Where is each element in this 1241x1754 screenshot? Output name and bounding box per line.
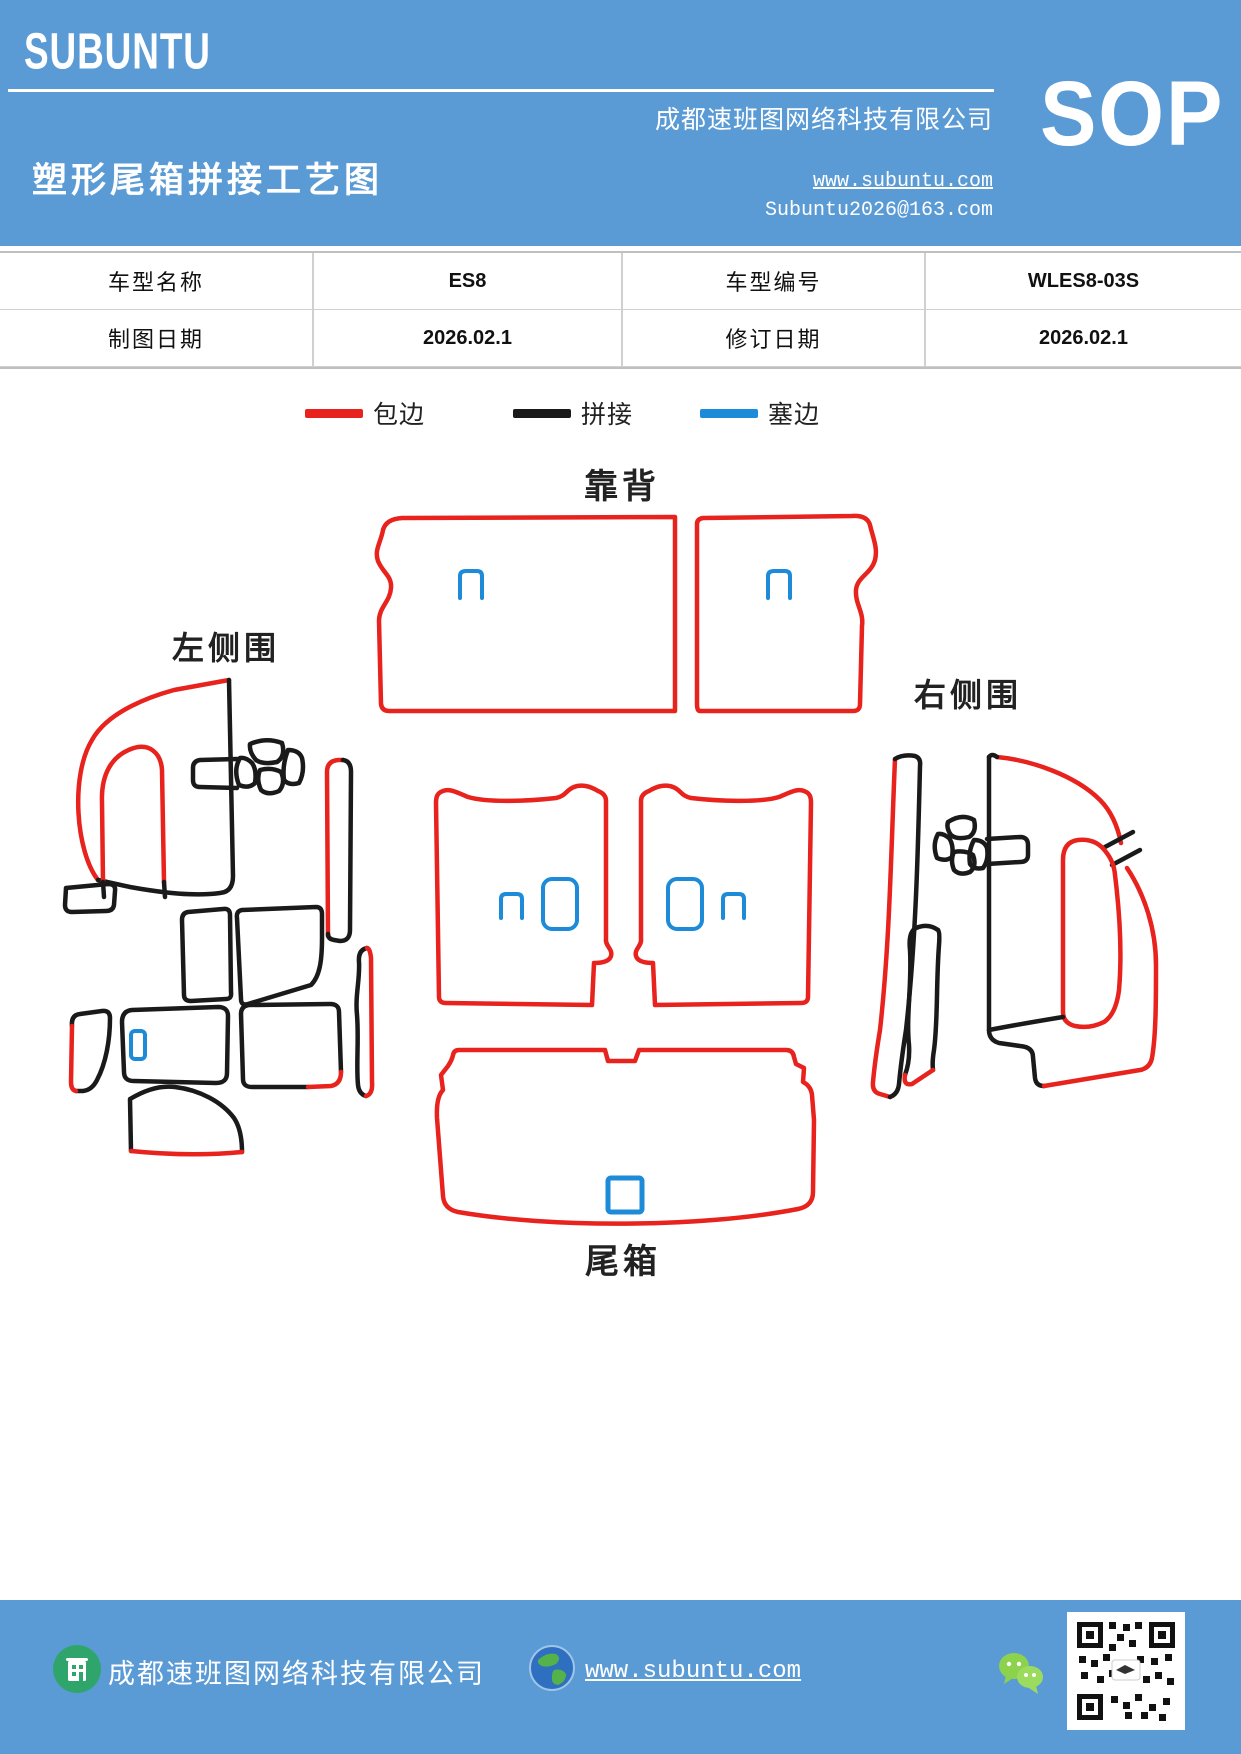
left-side-label: 左侧围	[172, 630, 280, 666]
stuff-edge-swatch	[700, 408, 758, 418]
legend-item-stuff-edge: 塞边	[700, 399, 820, 429]
header-website-link[interactable]: www.subuntu.com	[812, 170, 993, 193]
backrest-right-panel	[694, 513, 879, 714]
header-banner: SUBUNTU 成都速班图网络科技有限公司 塑形尾箱拼接工艺图 www.subu…	[0, 0, 1241, 246]
legend-label-stuff-edge: 塞边	[768, 401, 821, 429]
wechat-icon	[999, 1653, 1043, 1694]
header-divider	[8, 89, 994, 92]
legend-label-edge-wrap: 包边	[373, 401, 426, 429]
footer-company-name: 成都速班图网络科技有限公司	[108, 1659, 485, 1689]
revision-date-label: 修订日期	[623, 310, 926, 367]
seat-right-panel	[633, 783, 814, 1008]
left-side-group	[62, 677, 375, 1157]
seat-left-panel	[433, 783, 614, 1008]
legend-item-edge-wrap: 包边	[305, 399, 425, 429]
revision-date-value: 2026.02.1	[926, 310, 1241, 367]
draw-date-label: 制图日期	[0, 310, 314, 367]
backrest-left-panel	[374, 514, 678, 714]
brand-logo: SUBUNTU	[24, 22, 211, 80]
backrest-label: 靠背	[584, 468, 660, 506]
right-side-label: 右侧围	[914, 677, 1022, 713]
edge-wrap-swatch	[305, 408, 363, 418]
vehicle-info-table: 车型名称 ES8 车型编号 WLES8-03S 制图日期 2026.02.1 修…	[0, 251, 1241, 369]
globe-icon	[529, 1645, 575, 1691]
draw-date-value: 2026.02.1	[314, 310, 623, 367]
header-email: Subuntu2026@163.com	[764, 199, 993, 222]
footer-banner: 成都速班图网络科技有限公司 www.subuntu.com	[0, 1600, 1241, 1754]
splice-swatch	[513, 408, 571, 418]
trunk-panel	[434, 1047, 817, 1226]
model-name-value: ES8	[314, 253, 623, 310]
model-code-label: 车型编号	[623, 253, 926, 310]
legend-item-splice: 拼接	[513, 399, 633, 429]
page-title: 塑形尾箱拼接工艺图	[32, 161, 384, 200]
doc-type-label: SOP	[1040, 63, 1225, 165]
trunk-label: 尾箱	[585, 1243, 661, 1281]
footer-website-link[interactable]: www.subuntu.com	[585, 1658, 802, 1685]
home-icon	[53, 1645, 101, 1693]
model-code-value: WLES8-03S	[926, 253, 1241, 310]
right-side-group	[870, 752, 1159, 1100]
qr-code	[1067, 1612, 1185, 1730]
header-company-name: 成都速班图网络科技有限公司	[654, 106, 993, 134]
model-name-label: 车型名称	[0, 253, 314, 310]
legend-label-splice: 拼接	[581, 401, 634, 429]
pattern-diagram: 靠背 左侧围 右侧围 尾箱	[62, 468, 1159, 1281]
